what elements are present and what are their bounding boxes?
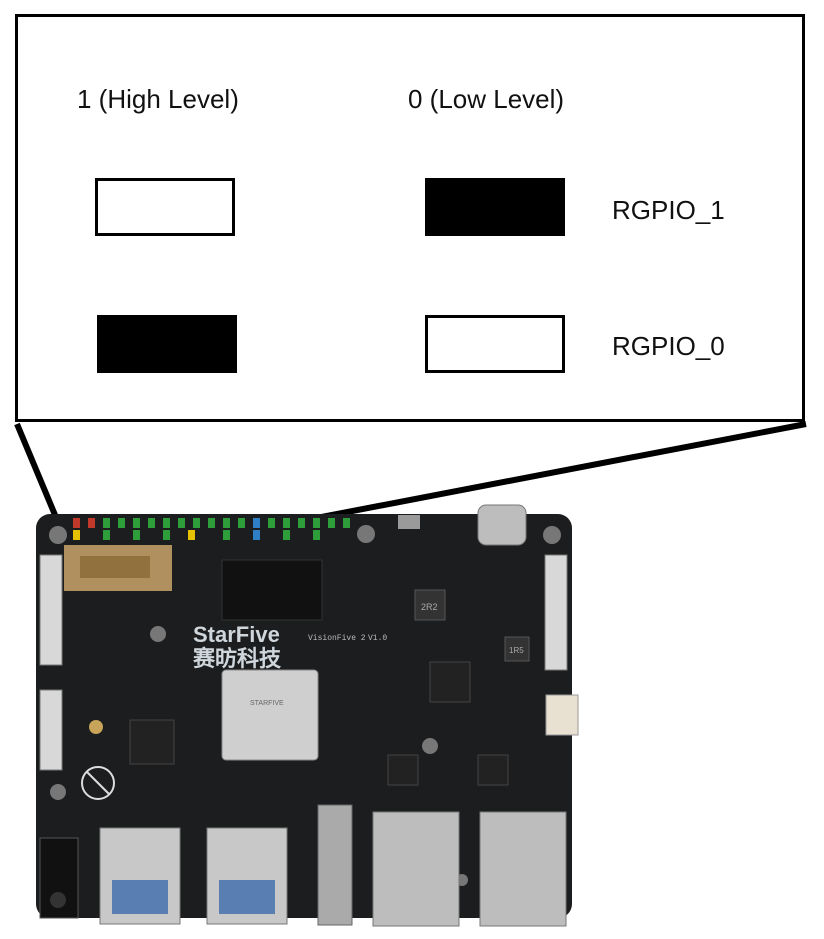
mount-hole [49,526,67,544]
usb-hub-chip [129,719,175,765]
ethernet-port-2 [479,811,567,927]
fpc-connector-right [544,554,568,671]
ethernet-port-1 [372,811,460,927]
high-level-header: 1 (High Level) [77,84,239,114]
gpio-header [73,518,350,540]
ram-chip [221,559,323,621]
usb-c-port [477,504,527,546]
rgpio0-label: RGPIO_0 [612,331,725,361]
soc-marking: STARFIVE [250,700,284,707]
pmic-chip [429,661,471,703]
brand-logo-cn: 赛昉科技 [192,646,282,672]
inductor-2r2 [414,589,446,621]
hdmi-port [317,804,353,926]
svg-text:1R5: 1R5 [509,646,524,655]
inductor-1r5 [504,636,530,662]
rgpio1-high-switch [95,178,235,236]
svg-text:2R2: 2R2 [421,602,438,612]
version-label: V1.0 [368,634,387,643]
fpc-connector-left-2 [39,689,63,771]
rgpio1-low-switch [425,178,565,236]
lead-free-icon [81,766,115,800]
fan-connector [545,694,579,736]
button [398,515,420,529]
brand-logo: StarFive [193,622,280,647]
rgpio0-low-switch [425,315,565,373]
fpc-connector-left-1 [39,554,63,666]
rgpio1-label: RGPIO_1 [612,195,725,225]
rgpio0-high-switch [97,315,237,373]
model-label: VisionFive 2 [308,634,366,643]
low-level-header: 0 (Low Level) [408,84,565,114]
soc-chip [221,669,319,761]
